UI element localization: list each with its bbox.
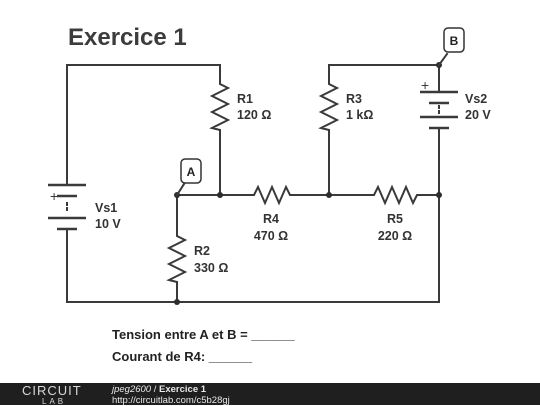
- node-b-label: B: [450, 34, 459, 48]
- page-title: Exercice 1: [68, 24, 187, 51]
- circuitlab-logo[interactable]: CIRCUIT LAB: [22, 383, 82, 406]
- circuit-schematic: Exercice 1 R1 120 Ω R3 1 kΩ R4 470 Ω: [48, 24, 491, 364]
- node-flag-a: A: [175, 158, 202, 197]
- r3-value: 1 kΩ: [346, 108, 373, 122]
- junction-right: [436, 192, 442, 198]
- circuit-name[interactable]: Exercice 1: [159, 384, 207, 395]
- r3-label: R3: [346, 92, 362, 106]
- resistor-r5: R5 220 Ω: [370, 184, 419, 243]
- source-vs2: + Vs2 20 V: [420, 77, 491, 130]
- vs2-label: Vs2: [465, 92, 487, 106]
- question-voltage: Tension entre A et B = ______: [112, 327, 295, 342]
- junction-r1-r4: [217, 192, 223, 198]
- r5-value: 220 Ω: [378, 229, 412, 243]
- resistor-r4: R4 470 Ω: [250, 184, 292, 243]
- r1-label: R1: [237, 92, 253, 106]
- vs2-value: 20 V: [465, 108, 491, 122]
- node-flag-b: B: [437, 27, 465, 67]
- logo-main-text: CIRCUIT: [22, 383, 82, 398]
- vs2-plus-sign: +: [421, 77, 429, 93]
- r2-value: 330 Ω: [194, 261, 228, 275]
- logo-sub-text: LAB: [42, 397, 67, 406]
- footer-bar: CIRCUIT LAB jpeg2600 / Exercice 1 http:/…: [0, 383, 540, 406]
- node-a-label: A: [187, 165, 196, 179]
- junction-r3: [326, 192, 332, 198]
- junction-bottom: [174, 299, 180, 305]
- junctions: [174, 62, 442, 305]
- wires: [66, 64, 440, 303]
- meta-separator: /: [151, 384, 160, 395]
- r2-label: R2: [194, 244, 210, 258]
- author-link[interactable]: jpeg2600: [112, 384, 152, 395]
- r5-label: R5: [387, 212, 403, 226]
- resistor-r3: R3 1 kΩ: [318, 80, 373, 131]
- r4-label: R4: [263, 212, 279, 226]
- vs1-plus-sign: +: [50, 188, 58, 204]
- r4-value: 470 Ω: [254, 229, 288, 243]
- question-current: Courant de R4: ______: [112, 349, 253, 364]
- circuit-url[interactable]: http://circuitlab.com/c5b28gj: [112, 395, 230, 406]
- r1-value: 120 Ω: [237, 108, 271, 122]
- resistor-r1: R1 120 Ω: [209, 80, 271, 131]
- resistor-r2: R2 330 Ω: [166, 232, 228, 283]
- vs1-label: Vs1: [95, 201, 117, 215]
- circuit-meta: jpeg2600 / Exercice 1 http://circuitlab.…: [112, 384, 230, 406]
- source-vs1: + Vs1 10 V: [48, 183, 121, 231]
- vs1-value: 10 V: [95, 217, 121, 231]
